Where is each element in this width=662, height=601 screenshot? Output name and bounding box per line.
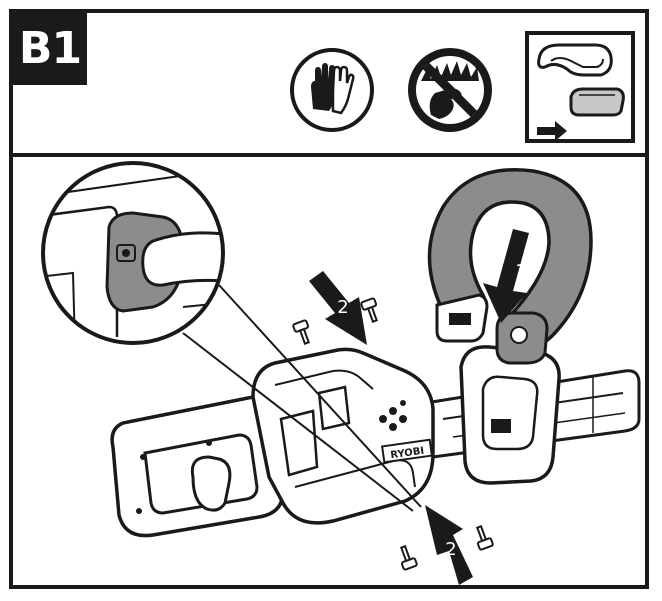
gloves-icon [290,48,374,132]
screw [292,297,494,571]
brand-plate: RYOBI [390,446,425,462]
magnifier-leader [182,284,422,512]
instruction-header: B1 [13,13,645,157]
no-hands-near-blade-icon [408,48,492,132]
arrow-step-2-bottom: 2 [425,505,473,585]
front-handle [427,168,593,365]
step-badge: B1 [13,13,87,85]
magnifier-detail [41,161,225,345]
rear-handle [110,395,285,538]
callout-step-2-top: 2 [337,297,348,318]
arrow-step-2-top: 2 [309,271,367,345]
callout-step-2-bottom: 2 [445,539,456,560]
motor-housing: RYOBI [251,347,435,525]
callout-step-1: 1 [515,261,526,282]
assembly-illustration: RYOBI 1 2 2 [41,161,641,585]
instruction-panel: B1 [9,9,649,589]
front-guard-plate [459,345,561,485]
arrow-step-1: 1 [483,229,529,323]
slide-guard-onto-handle-icon [525,31,635,143]
